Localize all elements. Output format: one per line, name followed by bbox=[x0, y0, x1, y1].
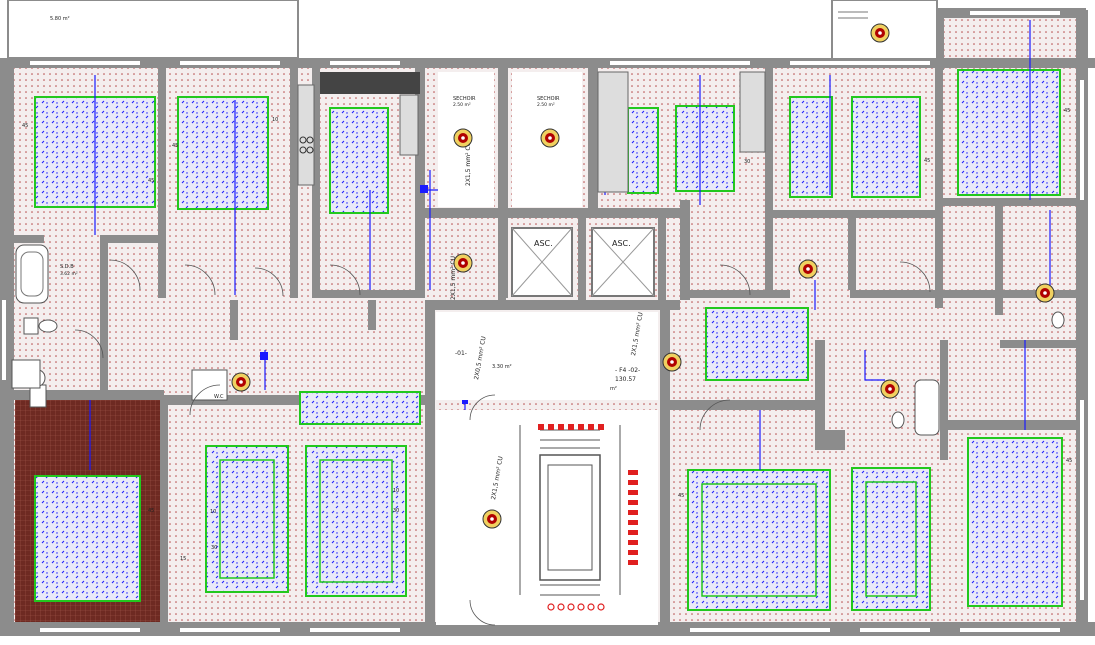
dim-label: 10 bbox=[210, 509, 216, 515]
heating-zone-living-2 bbox=[851, 96, 921, 198]
balcony-area-label: 5.80 m² bbox=[50, 16, 70, 22]
target-marker bbox=[453, 253, 473, 273]
dim-label: 30 bbox=[744, 159, 750, 165]
interior-walls bbox=[14, 68, 1080, 635]
windows bbox=[2, 11, 1084, 632]
heating-zone-room-4b bbox=[305, 445, 407, 597]
target-marker bbox=[1035, 283, 1055, 303]
dim-label: 45 bbox=[148, 178, 154, 184]
heating-zone-room-7 bbox=[967, 437, 1063, 607]
bathtub-left bbox=[15, 244, 49, 304]
bath-area: 3.62 m² bbox=[60, 271, 78, 277]
bath-label: S.D.B bbox=[60, 264, 74, 270]
wc-label: W.C bbox=[214, 394, 224, 400]
landing-ref: - F4 -02- bbox=[615, 367, 640, 374]
elevator-1: ASC. bbox=[511, 227, 573, 297]
balcony-left bbox=[7, 0, 299, 59]
cable-note: 2X1,5 mm² CU bbox=[450, 256, 457, 300]
dim-label: 45 bbox=[1066, 458, 1072, 464]
heating-zone-bedroom-3 bbox=[34, 475, 141, 602]
dim-label: 45 bbox=[1064, 108, 1070, 114]
heating-zone-strip-2 bbox=[789, 96, 833, 198]
door-swings bbox=[74, 259, 931, 626]
elevator-2: ASC. bbox=[591, 227, 655, 297]
dryer-label-1: SECHOIR bbox=[453, 96, 476, 102]
dryer-label-2: SECHOIR bbox=[537, 96, 560, 102]
dim-label: 10 bbox=[272, 117, 278, 123]
heating-zone-living-1 bbox=[675, 105, 735, 192]
dim-label: 10 bbox=[393, 488, 399, 494]
heating-zone-strip-1 bbox=[627, 107, 659, 194]
heating-zone-room-6 bbox=[851, 467, 931, 611]
target-marker bbox=[540, 128, 560, 148]
heating-zone-kitchen bbox=[329, 107, 389, 214]
cable-note: 2X1,5 mm² CU bbox=[465, 142, 472, 186]
target-marker bbox=[453, 128, 473, 148]
landing-area: 130.57 bbox=[615, 376, 636, 383]
stair-hall-ref: -01- bbox=[455, 350, 467, 357]
shower-tray bbox=[11, 359, 41, 389]
dim-label: 30 bbox=[211, 545, 217, 551]
bathtub-right bbox=[914, 379, 940, 436]
heating-zone-bedroom-2 bbox=[177, 96, 269, 210]
target-marker bbox=[662, 352, 682, 372]
heating-zone-room-5 bbox=[687, 469, 831, 611]
dim-label: 45 bbox=[22, 123, 28, 129]
stair-markers bbox=[538, 424, 638, 565]
dryer-area-2: 2.50 m² bbox=[537, 102, 555, 108]
kitchen-counter-right bbox=[597, 71, 766, 193]
target-marker bbox=[482, 509, 502, 529]
dim-label: 45 bbox=[172, 143, 178, 149]
target-marker bbox=[798, 259, 818, 279]
target-marker bbox=[231, 372, 251, 392]
toilet-right bbox=[891, 311, 1065, 429]
heating-zone-hall bbox=[705, 307, 809, 381]
heating-zone-corridor bbox=[299, 391, 421, 425]
dim-label: 45 bbox=[678, 493, 684, 499]
heating-zone-master bbox=[957, 69, 1061, 196]
dim-label: 45 bbox=[924, 158, 930, 164]
staircase bbox=[519, 425, 621, 596]
ceiling-targets bbox=[231, 23, 1055, 529]
dim-label: 45 bbox=[148, 508, 154, 514]
heating-zone-room-4a bbox=[205, 445, 289, 593]
heating-zones bbox=[34, 69, 1063, 611]
dim-label: 30 bbox=[393, 508, 399, 514]
heating-inner-loops bbox=[219, 459, 917, 597]
stair-markers-bottom bbox=[547, 603, 605, 611]
landing-unit: m² bbox=[610, 386, 617, 392]
dim-label: 15 bbox=[180, 556, 186, 562]
elevator-label: ASC. bbox=[612, 239, 631, 248]
dryer-area-1: 2.50 m² bbox=[453, 102, 471, 108]
stair-hall-area: 3.30 m² bbox=[492, 364, 512, 370]
balcony-railing bbox=[838, 11, 868, 19]
landing-floor bbox=[436, 312, 658, 400]
target-marker bbox=[870, 23, 890, 43]
target-marker bbox=[880, 379, 900, 399]
kitchen-counter bbox=[297, 72, 420, 186]
elevator-label: ASC. bbox=[534, 239, 553, 248]
